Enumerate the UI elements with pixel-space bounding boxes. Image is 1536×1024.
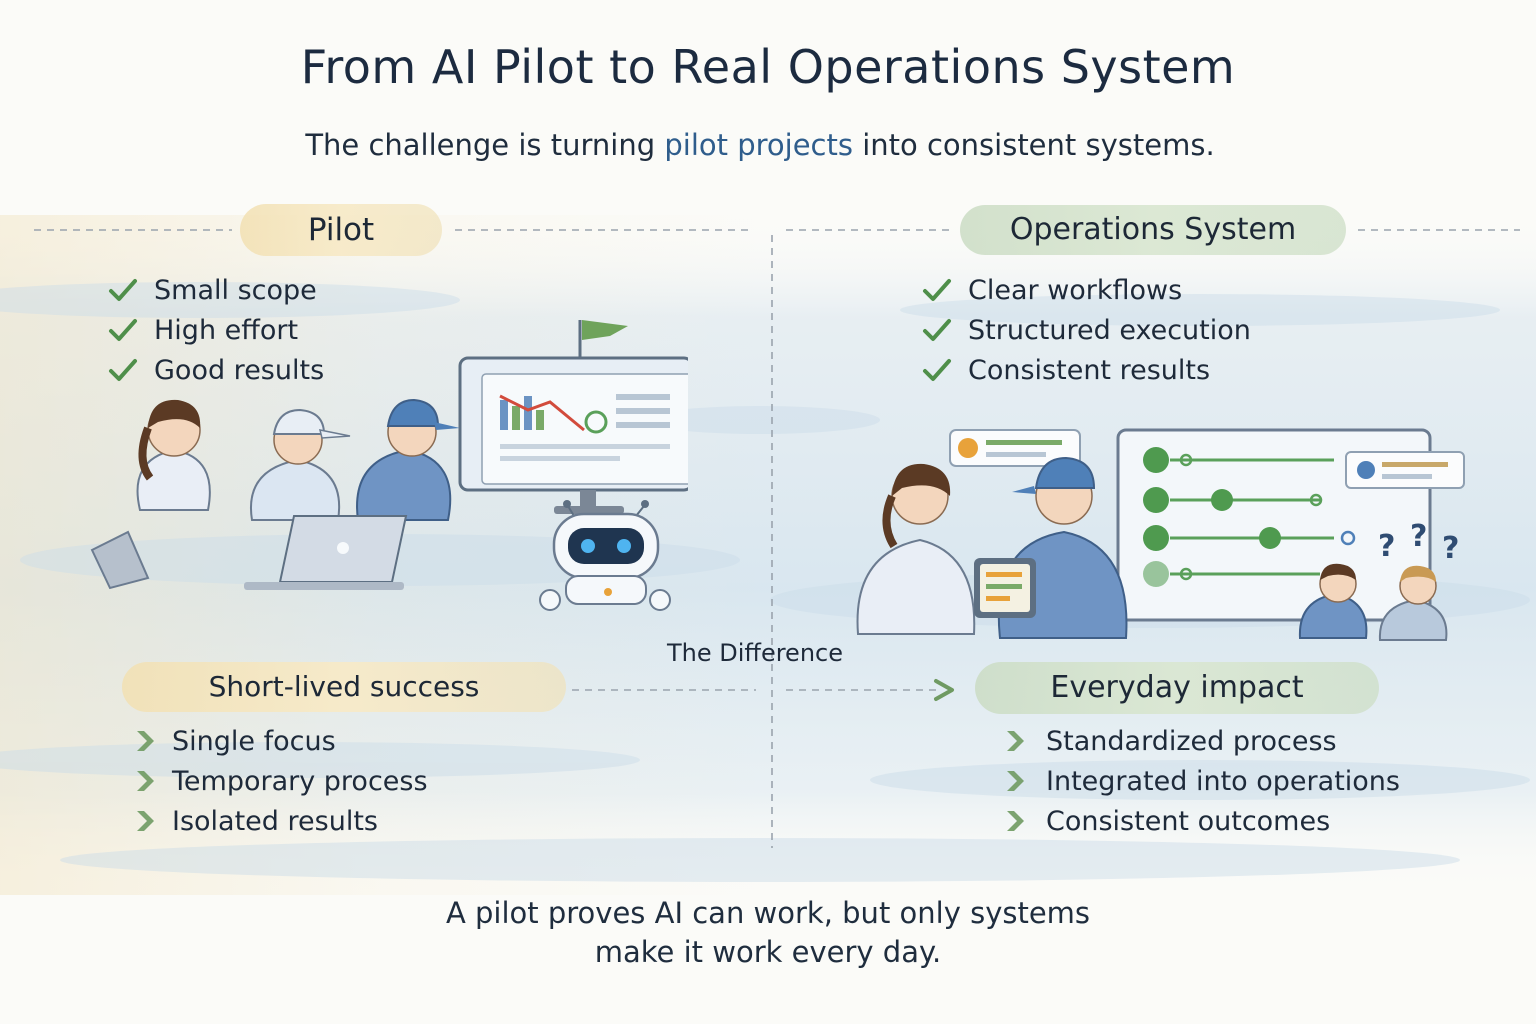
list-item: Small scope	[108, 270, 324, 310]
check-icon	[922, 357, 968, 383]
check-icon	[108, 277, 154, 303]
chevron-right-icon	[134, 769, 172, 793]
pilot-item-text: Small scope	[154, 274, 317, 306]
short-lived-item-text: Single focus	[172, 725, 336, 757]
operations-label: Operations System	[1009, 212, 1297, 247]
page-title: From AI Pilot to Real Operations System	[300, 40, 1236, 94]
short-lived-item-text: Isolated results	[172, 805, 378, 837]
svg-text:?: ?	[1378, 529, 1395, 564]
everyday-label: Everyday impact	[1050, 670, 1304, 705]
page-subtitle: The challenge is turning pilot projects …	[0, 128, 1520, 162]
onlooker-people	[1298, 563, 1448, 641]
list-item: Temporary process	[134, 761, 428, 801]
flag-icon	[578, 320, 628, 358]
laptop-icon	[90, 515, 408, 590]
operations-item-text: Structured execution	[968, 314, 1251, 346]
everyday-list: Standardized process Integrated into ope…	[1004, 721, 1400, 841]
short-lived-pill: Short-lived success	[122, 662, 566, 712]
short-lived-list: Single focus Temporary process Isolated …	[134, 721, 428, 841]
chevron-right-icon	[134, 729, 172, 753]
check-icon	[922, 317, 968, 343]
pilot-list: Small scope High effort Good results	[108, 270, 324, 390]
everyday-item-text: Standardized process	[1046, 725, 1337, 757]
list-item: Clear workflows	[922, 270, 1251, 310]
check-icon	[108, 317, 154, 343]
chevron-right-icon	[1004, 729, 1046, 753]
arrow-right-icon	[934, 679, 954, 701]
everyday-item-text: Integrated into operations	[1046, 765, 1400, 797]
operations-item-text: Consistent results	[968, 354, 1211, 386]
short-lived-label: Short-lived success	[208, 670, 480, 703]
dashboard-monitor-icon	[458, 356, 688, 514]
subtitle-highlight: pilot projects	[664, 128, 853, 162]
check-icon	[922, 277, 968, 303]
svg-text:?: ?	[1442, 531, 1459, 566]
difference-label: The Difference	[667, 639, 843, 667]
footer-line-2: make it work every day.	[594, 935, 942, 969]
svg-text:?: ?	[1410, 519, 1427, 554]
list-item: Single focus	[134, 721, 428, 761]
list-item: High effort	[108, 310, 324, 350]
list-item: Consistent outcomes	[1004, 801, 1400, 841]
pilot-item-text: Good results	[154, 354, 325, 386]
subtitle-text-before: The challenge is turning	[305, 128, 665, 162]
operations-list: Clear workflows Structured execution Con…	[922, 270, 1251, 390]
pilot-team-illustration	[90, 320, 688, 611]
chevron-right-icon	[134, 809, 172, 833]
list-item: Integrated into operations	[1004, 761, 1400, 801]
pilot-item-text: High effort	[154, 314, 299, 346]
robot-icon	[539, 500, 671, 611]
question-marks-icon: ???	[1378, 519, 1459, 566]
chevron-right-icon	[1004, 769, 1046, 793]
notification-card-icon	[949, 429, 1081, 467]
pilot-label: Pilot	[307, 212, 375, 248]
short-lived-item-text: Temporary process	[172, 765, 428, 797]
pilot-pill: Pilot	[240, 204, 442, 256]
list-item: Consistent results	[922, 350, 1251, 390]
subtitle-text-after: into consistent systems.	[852, 128, 1215, 162]
list-item: Structured execution	[922, 310, 1251, 350]
footer-message: A pilot proves AI can work, but only sys…	[0, 894, 1536, 972]
operations-pill: Operations System	[960, 205, 1346, 255]
check-icon	[108, 357, 154, 383]
footer-line-1: A pilot proves AI can work, but only sys…	[445, 896, 1091, 930]
list-item: Standardized process	[1004, 721, 1400, 761]
everyday-item-text: Consistent outcomes	[1046, 805, 1331, 837]
tablet-icon	[974, 558, 1036, 618]
list-item: Good results	[108, 350, 324, 390]
pilot-team-people	[136, 398, 460, 521]
list-item: Isolated results	[134, 801, 428, 841]
operations-team-illustration: ???	[856, 428, 1465, 641]
operations-item-text: Clear workflows	[968, 274, 1183, 306]
everyday-pill: Everyday impact	[975, 662, 1379, 714]
chevron-right-icon	[1004, 809, 1046, 833]
